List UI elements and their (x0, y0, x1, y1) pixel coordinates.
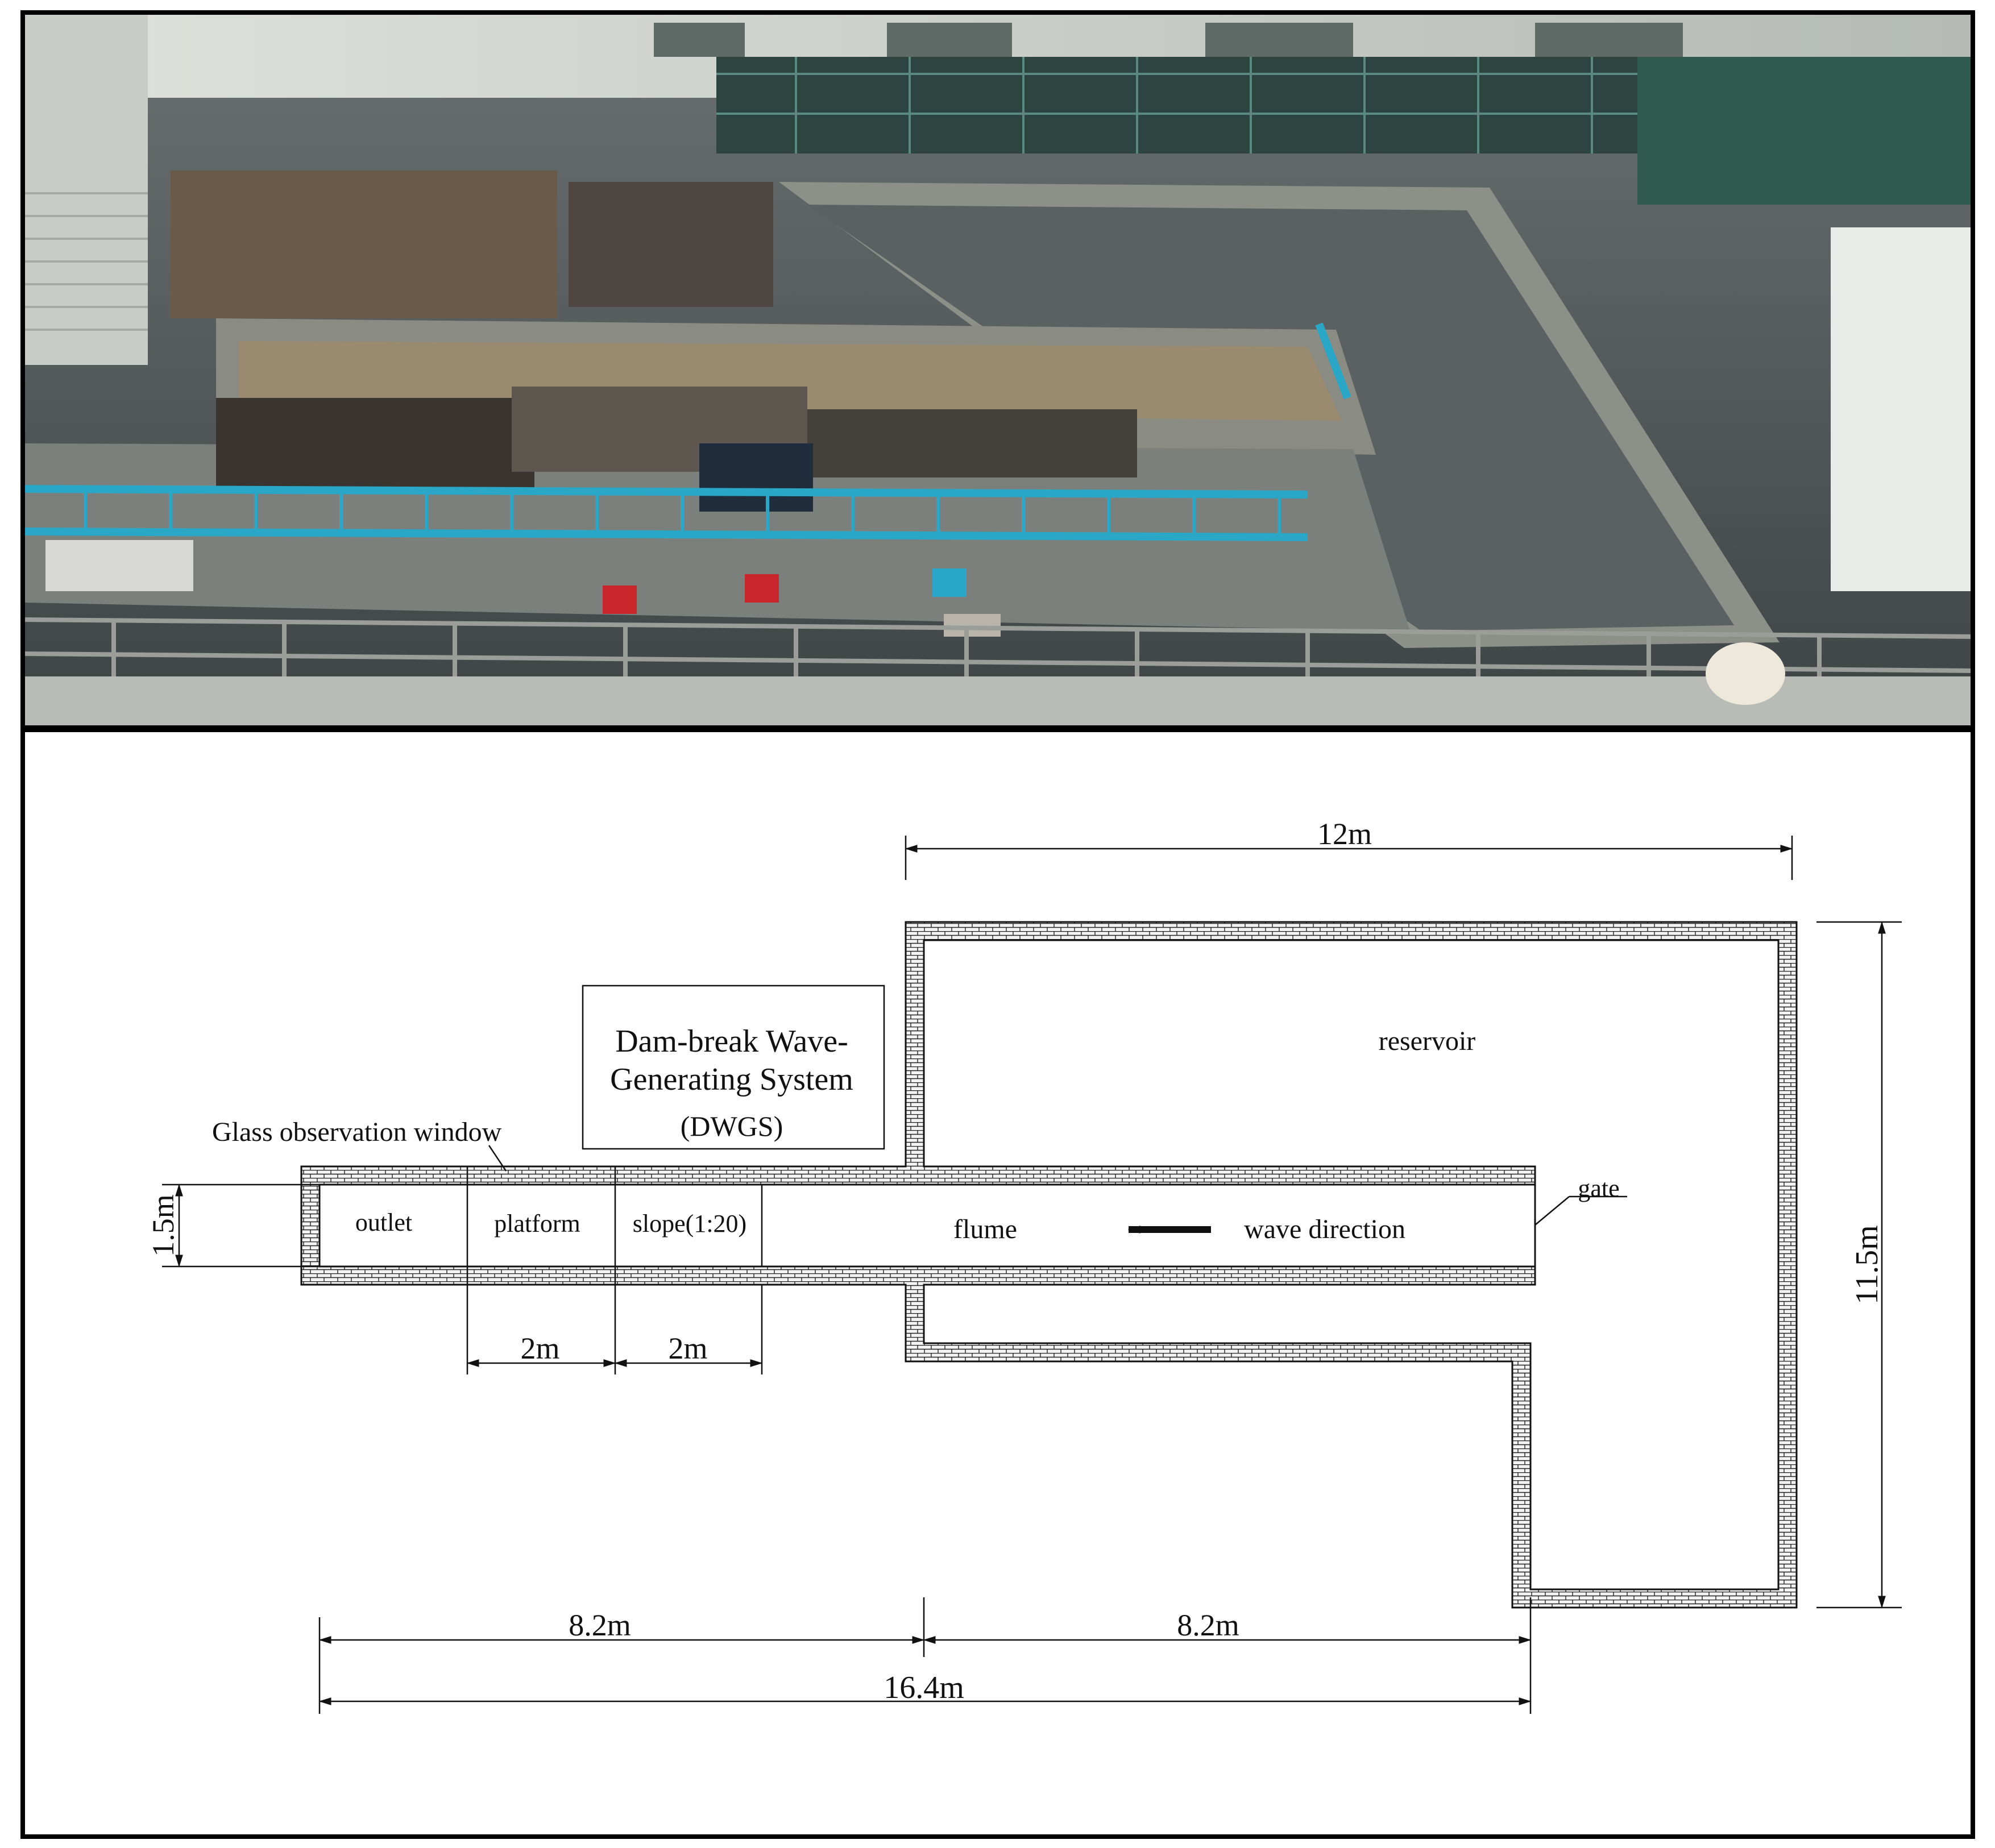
dwgs-box (582, 985, 885, 1150)
dim-platform-slope (466, 1285, 763, 1374)
wave-direction-label: wave direction (1244, 1214, 1405, 1244)
section-dividers (466, 1166, 763, 1285)
glass-window-label: Glass observation window (212, 1117, 502, 1147)
lab-overhead-photo (22, 13, 1973, 728)
dim-left-half-label: 8.2m (569, 1608, 631, 1642)
white-pipe (1831, 227, 1973, 591)
dim-right-half-label: 8.2m (1177, 1608, 1239, 1642)
gate-leader (1534, 1196, 1570, 1226)
glass-window-leader (488, 1145, 507, 1172)
dim-flume-width (162, 1183, 320, 1268)
glass-tank-back (716, 57, 1637, 153)
dim-platform-label: 2m (520, 1331, 559, 1365)
dwgs-label-line2: Generating System (610, 1062, 853, 1097)
lab-clutter (45, 171, 1137, 637)
dim-1-5m-label: 1.5m (146, 1194, 180, 1257)
dim-halves (318, 1597, 1532, 1714)
dim-slope-label: 2m (668, 1331, 707, 1365)
garage-door (23, 13, 148, 365)
foreground-ledge (23, 676, 1973, 728)
dim-11-5m-label: 11.5m (1849, 1225, 1885, 1304)
dwgs-label-line1: Dam-break Wave- (615, 1024, 848, 1059)
dwgs-label-line3: (DWGS) (681, 1110, 783, 1142)
dim-total-label: 16.4m (884, 1670, 964, 1705)
dim-reservoir-width (905, 836, 1793, 880)
dim-reservoir-height (1816, 921, 1902, 1609)
dim-12m-label: 12m (1317, 817, 1372, 851)
blue-rails (22, 322, 1351, 541)
flume-diagram: Dam-break Wave- Generating System (DWGS)… (146, 817, 1902, 1714)
right-structure (1637, 57, 1973, 205)
gate-label: gate (1578, 1174, 1619, 1202)
platform-label: platform (494, 1210, 580, 1237)
hard-hat (1706, 642, 1785, 705)
outlet-label: outlet (355, 1209, 412, 1236)
flume-label: flume (953, 1214, 1017, 1244)
windows (654, 23, 1683, 57)
brick-wall (300, 921, 1798, 1609)
reservoir-label: reservoir (1379, 1026, 1476, 1056)
slope-label: slope(1:20) (633, 1210, 746, 1237)
